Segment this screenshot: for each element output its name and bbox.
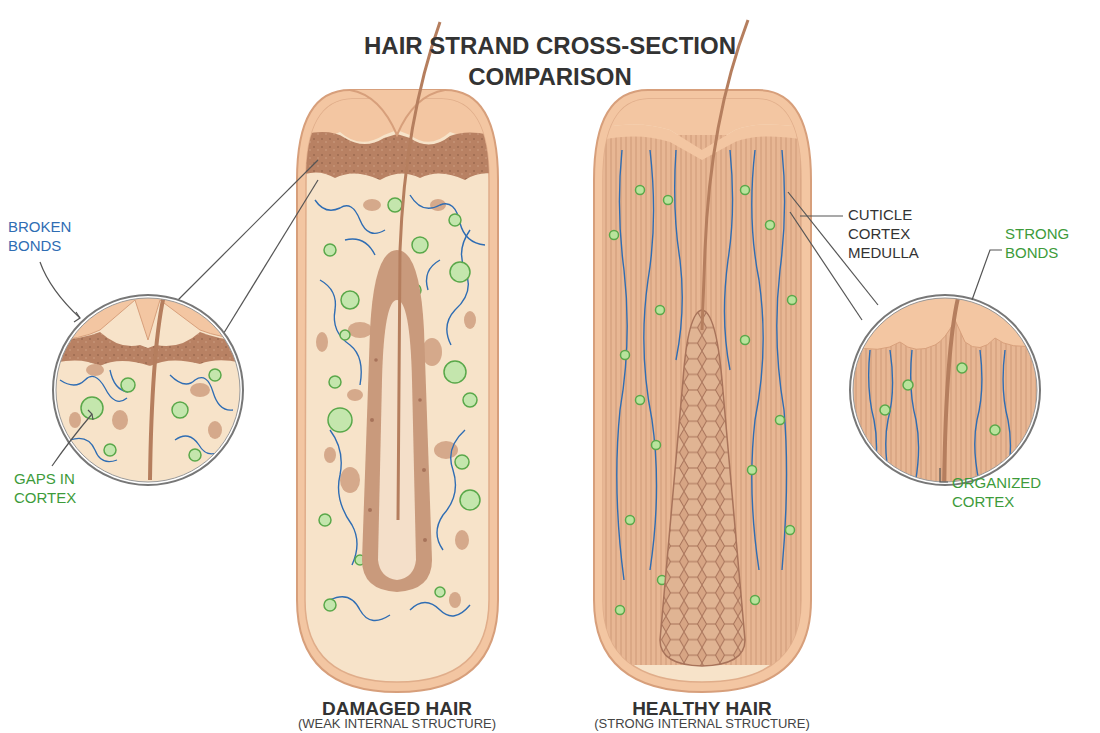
callout-label-slot: STRONG BONDS	[1005, 225, 1085, 263]
callout-label-slot: ORGANIZED CORTEX	[952, 474, 1092, 512]
panel-subtitle-slot: (STRONG INTERNAL STRUCTURE)	[562, 716, 842, 731]
callout-label: BROKEN BONDS	[8, 218, 88, 256]
callout-label: STRONG BONDS	[1005, 225, 1085, 263]
part-label: MEDULLA	[848, 244, 948, 263]
title-slot: HAIR STRAND CROSS-SECTION COMPARISON	[340, 30, 760, 92]
part-label-slot: CUTICLE	[848, 206, 948, 225]
title: HAIR STRAND CROSS-SECTION COMPARISON	[340, 30, 760, 92]
callout-label-slot: GAPS IN CORTEX	[14, 470, 104, 508]
part-label: CUTICLE	[848, 206, 948, 225]
panel-subtitle: (WEAK INTERNAL STRUCTURE)	[262, 716, 532, 731]
callout-label: ORGANIZED CORTEX	[952, 474, 1092, 512]
panel-subtitle-slot: (WEAK INTERNAL STRUCTURE)	[262, 716, 532, 731]
part-label: CORTEX	[848, 225, 948, 244]
callout-label-slot: BROKEN BONDS	[8, 218, 88, 256]
part-label-slot: MEDULLA	[848, 244, 948, 263]
panel-subtitle: (STRONG INTERNAL STRUCTURE)	[562, 716, 842, 731]
part-label-slot: CORTEX	[848, 225, 948, 244]
callout-label: GAPS IN CORTEX	[14, 470, 104, 508]
